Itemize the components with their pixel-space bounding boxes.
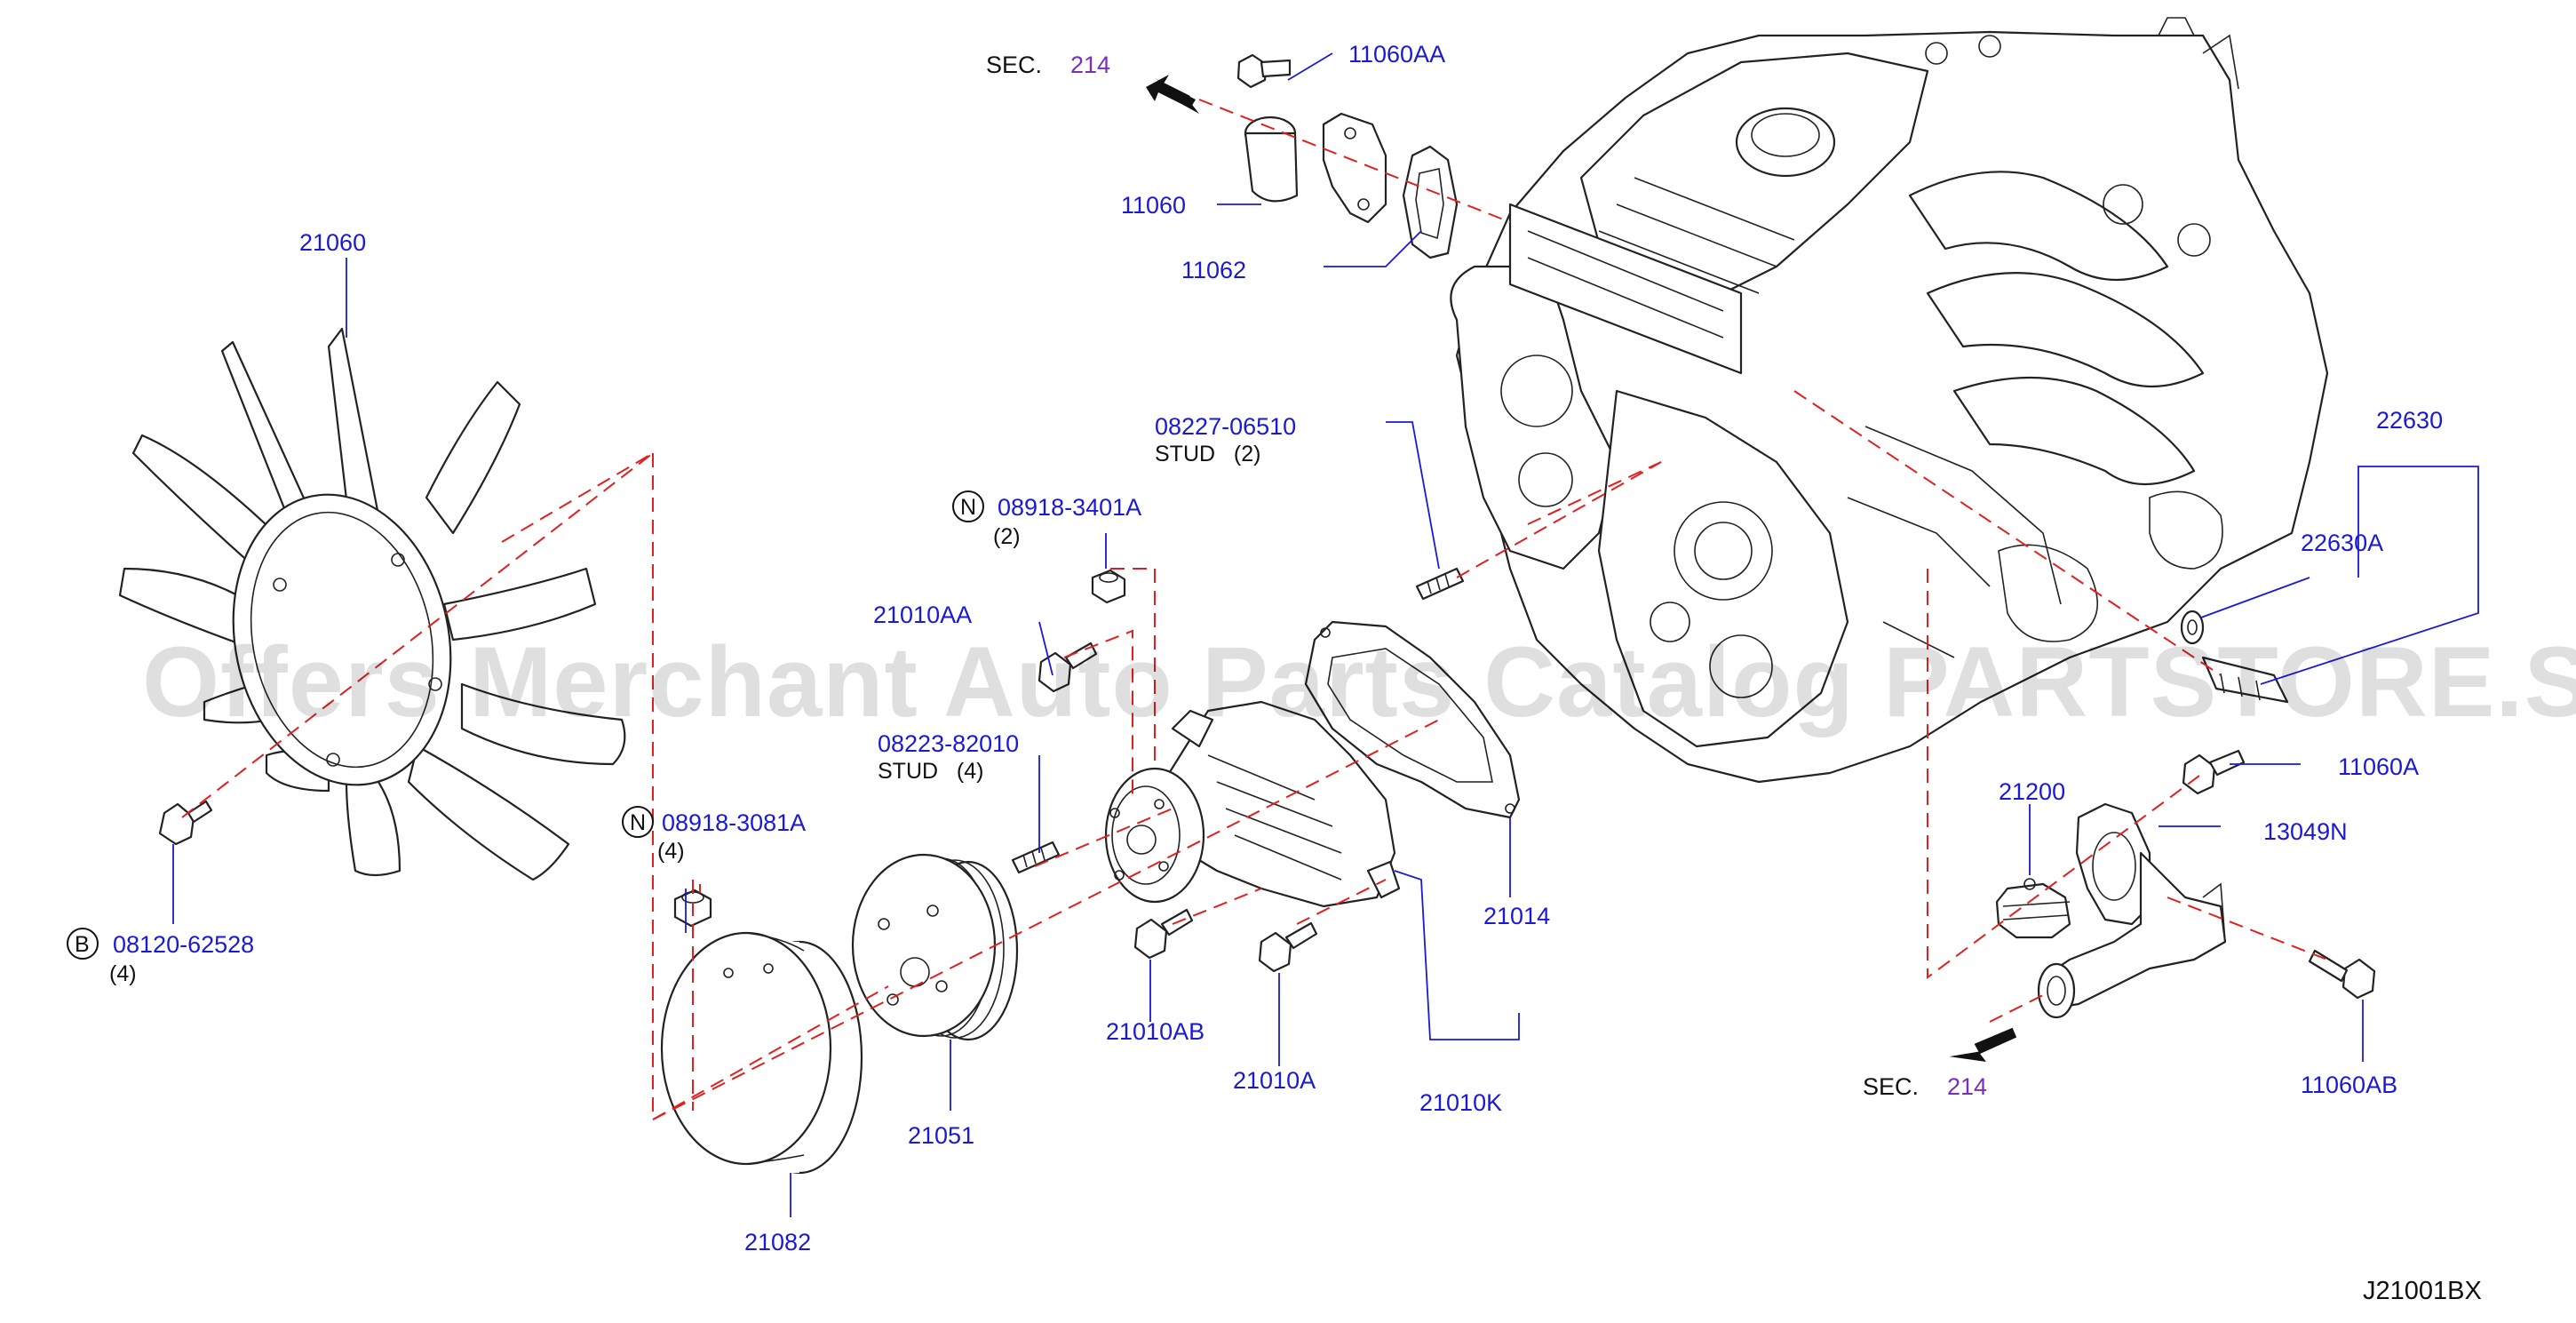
engine-block-illustration — [1450, 17, 2329, 784]
part-label-13049N[interactable]: 13049N — [2263, 818, 2348, 845]
part-label-21010K[interactable]: 21010K — [1419, 1089, 1502, 1116]
section-prefix-label: SEC. — [986, 52, 1042, 78]
part-label-21051[interactable]: 21051 — [908, 1122, 974, 1149]
part-label-22630[interactable]: 22630 — [2376, 407, 2443, 434]
part-note-stud: STUD (2) — [1155, 442, 1260, 466]
part-label-08918-3401A[interactable]: 08918-3401A — [998, 494, 1141, 521]
part-label-11060AB[interactable]: 11060AB — [2301, 1072, 2397, 1098]
part-label-11062[interactable]: 11062 — [1181, 257, 1246, 283]
nut-08918-3401A — [1091, 569, 1126, 604]
part-label-08120-62528[interactable]: 08120-62528 — [113, 931, 254, 958]
badge-b-label: B — [75, 932, 90, 957]
part-label-21200[interactable]: 21200 — [1999, 778, 2065, 805]
stud-08223-82010 — [1011, 841, 1061, 874]
badge-n-icon — [952, 490, 984, 522]
bolt-08120-62528 — [158, 800, 213, 846]
part-label-21060[interactable]: 21060 — [299, 229, 366, 256]
bolt-21010A — [1258, 921, 1318, 973]
part-label-11060AA[interactable]: 11060AA — [1348, 41, 1445, 68]
quantity-label: (2) — [993, 524, 1021, 549]
quantity-label: (4) — [657, 839, 685, 864]
section-arrow-top — [1146, 75, 1199, 114]
gasket-13049N — [2075, 802, 2151, 926]
part-label-11060A[interactable]: 11060A — [2338, 753, 2419, 780]
watermark-text: Offers Merchant Auto Parts Catalog PARTS… — [142, 626, 2576, 737]
temperature-sensor-22630 — [2201, 656, 2289, 704]
part-label-11060[interactable]: 11060 — [1121, 192, 1186, 219]
badge-n-label: N — [960, 495, 976, 520]
water-pump-gasket-21014 — [1304, 620, 1521, 819]
thermostat-21200 — [1995, 878, 2071, 939]
part-note-stud: STUD (4) — [878, 759, 983, 784]
leader-lines — [172, 52, 2479, 1217]
section-number-label: 214 — [1070, 52, 1110, 78]
section-prefix-label: SEC. — [1863, 1073, 1919, 1100]
fan-coupling-pulley-21082 — [660, 931, 863, 1175]
part-label-08227-06510[interactable]: 08227-06510 — [1155, 413, 1296, 440]
section-arrow-bottom — [1949, 1027, 2017, 1062]
water-pump-pulley-21051 — [851, 853, 1019, 1041]
section-reference-top: SEC. 214 — [986, 52, 1110, 78]
water-pump-21010K — [1104, 700, 1401, 908]
bolt-21010AB — [1133, 908, 1194, 960]
badge-b-icon — [67, 928, 99, 960]
gasket-11062 — [1402, 145, 1459, 259]
badge-n-label: N — [630, 810, 646, 835]
section-number-label: 214 — [1947, 1073, 1987, 1100]
section-reference-bottom: SEC. 214 — [1863, 1073, 1987, 1100]
assembly-centerlines — [181, 99, 2328, 1121]
cooling-fan-21060 — [118, 327, 626, 881]
thermostat-housing — [2037, 851, 2227, 1019]
part-label-21010AB[interactable]: 21010AB — [1106, 1018, 1205, 1045]
part-label-21010AA[interactable]: 21010AA — [873, 602, 972, 628]
bolt-11060AB — [2308, 949, 2376, 1000]
part-label-21082[interactable]: 21082 — [744, 1229, 811, 1255]
diagram-code: J21001BX — [2363, 1277, 2482, 1305]
badge-n-icon — [622, 806, 654, 838]
stud-08227-06510 — [1415, 567, 1465, 601]
part-label-08918-3081A[interactable]: 08918-3081A — [662, 809, 806, 836]
part-label-08223-82010[interactable]: 08223-82010 — [878, 730, 1019, 757]
quantity-label: (4) — [109, 961, 137, 986]
part-label-21014[interactable]: 21014 — [1483, 903, 1550, 929]
part-label-21010A[interactable]: 21010A — [1233, 1067, 1316, 1094]
water-outlet-11060 — [1244, 112, 1387, 224]
bolt-21010AA — [1038, 642, 1098, 693]
bolt-11060A — [2182, 749, 2246, 795]
washer-22630A — [2180, 610, 2205, 645]
bolt-11060AA — [1236, 53, 1292, 89]
part-label-22630A[interactable]: 22630A — [2301, 530, 2383, 556]
